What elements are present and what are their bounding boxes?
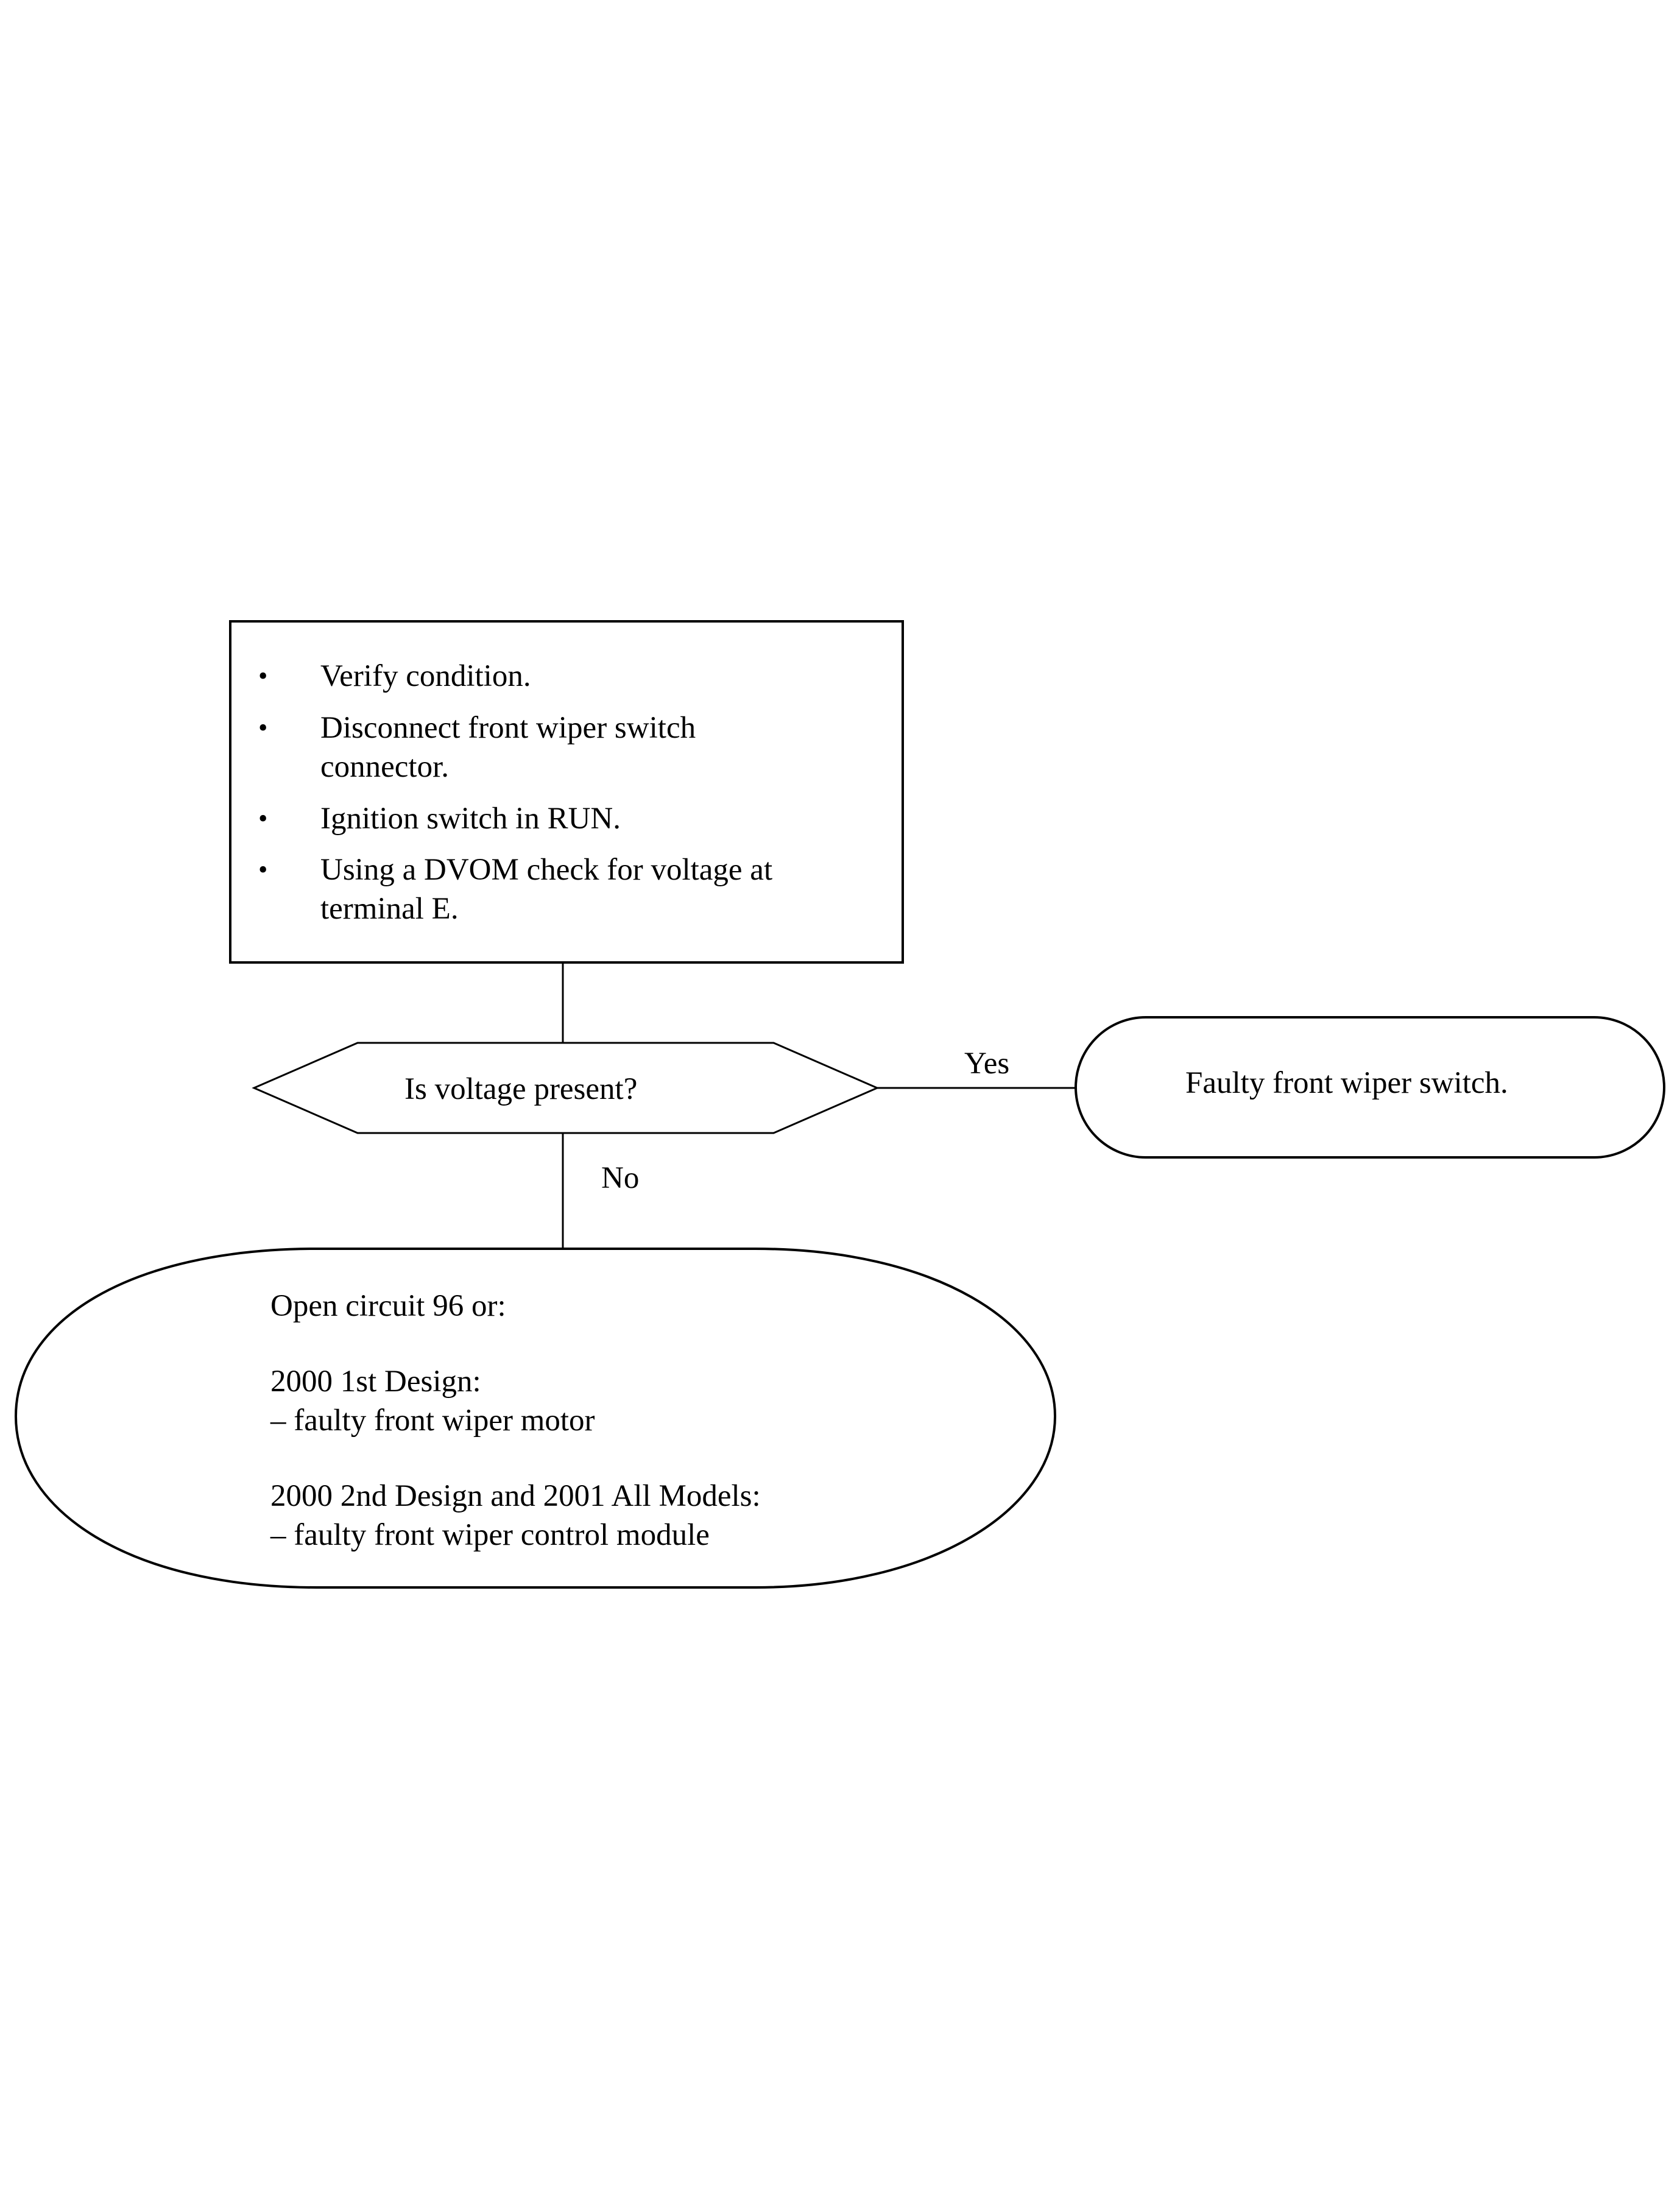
no-result-group2-item: – faulty front wiper control module [270,1518,710,1552]
bullet-icon: • [258,713,268,743]
list-item: Using a DVOM check for voltage at termin… [320,850,856,928]
bullet-icon: • [258,803,268,833]
edge-no-label: No [601,1161,640,1195]
bullet-icon: • [258,855,268,884]
no-result-group1-heading: 2000 1st Design: [270,1364,481,1399]
start-item-2: Disconnect front wiper switch connector. [320,711,696,784]
start-box [229,620,904,964]
yes-result-shape [1075,1016,1665,1159]
decision-question: Is voltage present? [404,1072,638,1106]
no-result-group2-heading: 2000 2nd Design and 2001 All Models: [270,1479,761,1513]
start-item-1: Verify condition. [320,659,531,693]
no-result-shape [14,1248,1057,1589]
no-result-line1: Open circuit 96 or: [270,1289,506,1323]
edge-yes-label: Yes [964,1047,1010,1081]
yes-result-text: Faulty front wiper switch. [1185,1066,1508,1100]
list-item: Verify condition. [320,657,869,696]
start-item-3: Ignition switch in RUN. [320,802,621,836]
list-item: Disconnect front wiper switch connector. [320,708,783,786]
bullet-icon: • [258,661,268,691]
list-item: Ignition switch in RUN. [320,799,869,838]
no-result-group1-item: – faulty front wiper motor [270,1403,595,1438]
start-item-4: Using a DVOM check for voltage at termin… [320,853,773,926]
